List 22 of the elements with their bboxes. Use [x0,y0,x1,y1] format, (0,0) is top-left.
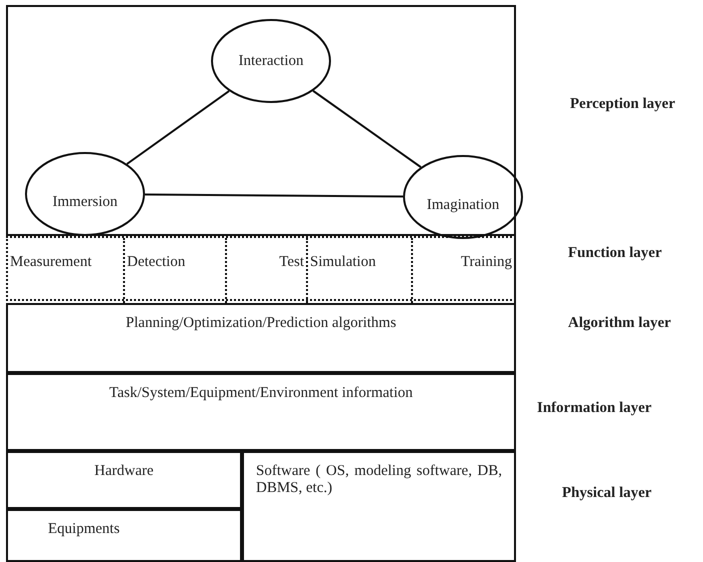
layer-name: Information layer [537,400,652,417]
concept-ellipse: Interaction [211,19,331,103]
layer-box: Software ( OS, modeling software, DB, DBMS, etc.) [242,451,516,562]
connector-line [126,90,230,165]
function-box: Measurement [8,238,125,303]
function-box: Training [413,238,516,303]
concept-ellipse: Imagination [403,155,523,239]
layer-name: Perception layer [570,96,676,113]
function-box: Test [227,238,308,303]
layer-box: Equipments [6,509,242,562]
layer-box: Task/System/Equipment/Environment information [6,373,516,451]
function-box: Simulation [308,238,413,303]
connector-line [144,193,404,198]
connector-line [312,90,422,168]
function-box: Detection [125,238,227,303]
layer-box: Hardware [6,451,242,509]
function-band [6,236,516,301]
layer-name: Algorithm layer [568,315,671,332]
layer-name: Function layer [568,245,662,262]
layer-name: Physical layer [562,485,652,502]
layer-box: Planning/Optimization/Prediction algorithms [6,303,516,373]
concept-ellipse: Immersion [25,152,145,236]
